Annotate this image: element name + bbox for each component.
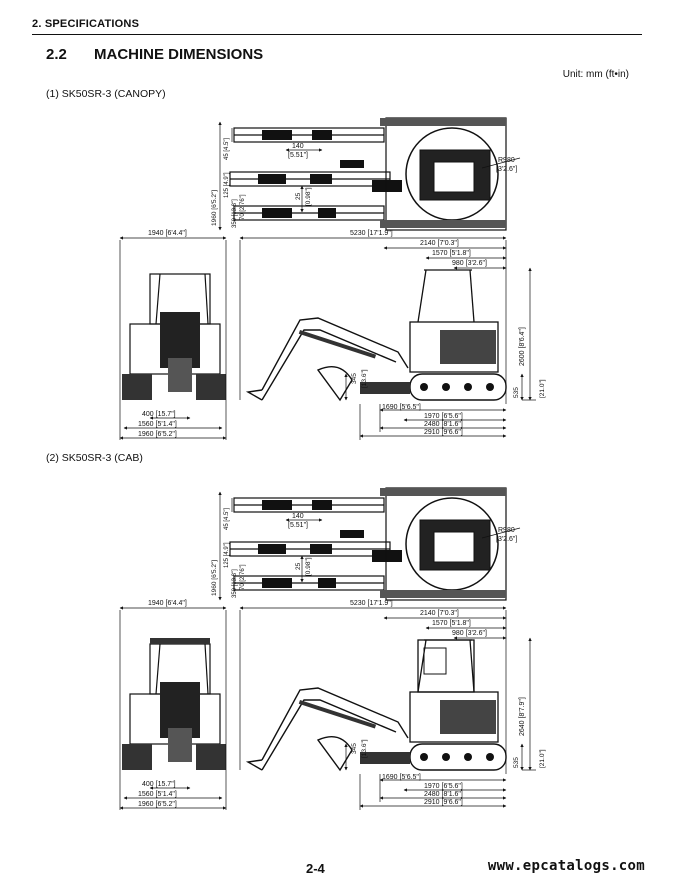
dim-label: 350 [13.8"]: [232, 569, 238, 598]
dim-label: [0.98"]: [305, 187, 312, 206]
dim-label: 25: [295, 562, 302, 570]
header-rule: [32, 34, 642, 35]
dim-label: 400 [15.7"]: [142, 781, 176, 788]
title-text: MACHINE DIMENSIONS: [94, 46, 264, 63]
dim-label: 2480 [8'1.6"]: [424, 791, 463, 798]
dim-label: [3'2.6"]: [496, 166, 517, 173]
dim-label: [5.51"]: [288, 152, 308, 159]
dim-label: 25: [295, 192, 302, 200]
dim-label: 45 [4.5"]: [224, 508, 230, 530]
dim-label: 45 [4.5"]: [224, 138, 230, 160]
dim-label: 125 [4.9"]: [224, 542, 230, 568]
website-watermark: www.epcatalogs.com: [487, 858, 645, 874]
dim-label: 2910 [9'6.6"]: [424, 799, 463, 806]
dim-label: 5230 [17'1.9"]: [350, 600, 393, 607]
dim-label: 1940 [6'4.4"]: [148, 600, 187, 607]
dim-label: 1960 [6'5.2"]: [211, 190, 218, 226]
dim-label: 70 [2.76"]: [240, 194, 246, 220]
dim-label: 1960 [6'5.2"]: [138, 801, 177, 808]
dim-label: [13.6"]: [361, 739, 368, 758]
dim-label: 125 [4.9"]: [224, 172, 230, 198]
dim-label: [3'2.6"]: [496, 536, 517, 543]
dim-label: 1960 [6'5.2"]: [138, 431, 177, 438]
dim-label: 2640 [8'7.9"]: [519, 697, 526, 736]
dim-label: 1560 [5'1.4"]: [138, 791, 177, 798]
diagram-subtitle-cab: (2) SK50SR-3 (CAB): [46, 452, 143, 464]
dim-label: 980 [3'2.6"]: [452, 630, 487, 637]
dim-label: 140: [292, 143, 304, 150]
dim-label: 535: [513, 757, 520, 768]
dim-label: 1690 [5'6.5"]: [382, 404, 421, 411]
title-number: 2.2: [46, 46, 67, 63]
page-title: 2.2 MACHINE DIMENSIONS: [46, 46, 263, 63]
cab-roof: [150, 638, 210, 644]
page-header: 2. SPECIFICATIONS: [32, 18, 642, 35]
dim-label: 1560 [5'1.4"]: [138, 421, 177, 428]
cab-plan-view: [220, 488, 520, 600]
cab-window: [423, 647, 447, 675]
dim-label: 345: [351, 743, 358, 754]
canopy-plan-view: [220, 118, 520, 230]
dim-label: 400 [15.7"]: [142, 411, 176, 418]
dim-label: 1940 [6'4.4"]: [148, 230, 187, 237]
dim-label: 1970 [6'5.6"]: [424, 783, 463, 790]
dim-label: 70 [2.76"]: [240, 564, 246, 590]
dim-label: 980 [3'2.6"]: [452, 260, 487, 267]
dim-label: [21.0"]: [539, 379, 546, 398]
dim-label: 2480 [8'1.6"]: [424, 421, 463, 428]
dim-label: [0.98"]: [305, 557, 312, 576]
canopy-front-view: [120, 238, 226, 440]
dim-label: 2910 [9'6.6"]: [424, 429, 463, 436]
dim-label: [13.6"]: [361, 369, 368, 388]
dim-label: 2140 [7'0.3"]: [420, 610, 459, 617]
dim-label: 345: [351, 373, 358, 384]
dim-label: 5230 [17'1.9"]: [350, 230, 393, 237]
dim-label: 140: [292, 513, 304, 520]
dim-label: 1690 [5'6.5"]: [382, 774, 421, 781]
dim-label: 1570 [5'1.8"]: [432, 620, 471, 627]
dim-label: 1960 [6'5.2"]: [211, 560, 218, 596]
canopy-diagram: 140 [5.51"] R980 [3'2.6"] 1960 [6'5.2"] …: [120, 118, 546, 440]
section-heading: 2. SPECIFICATIONS: [32, 18, 140, 30]
diagram-subtitle-canopy: (1) SK50SR-3 (CANOPY): [46, 88, 166, 100]
unit-note: Unit: mm (ft•in): [562, 69, 629, 80]
dim-label: 2600 [8'6.4"]: [519, 327, 526, 366]
dim-label: 1970 [6'5.6"]: [424, 413, 463, 420]
dim-label: R980: [498, 527, 515, 534]
dim-label: 535: [513, 387, 520, 398]
cab-diagram: 140 [5.51"] R980 [3'2.6"] 1960 [6'5.2"] …: [120, 488, 546, 810]
cab-enclosure: [417, 639, 475, 693]
dim-label: 1570 [5'1.8"]: [432, 250, 471, 257]
dim-label: 350 [13.8"]: [232, 199, 238, 228]
page-number: 2-4: [306, 861, 325, 876]
dim-label: R980: [498, 157, 515, 164]
dim-label: [21.0"]: [539, 749, 546, 768]
dim-label: 2140 [7'0.3"]: [420, 240, 459, 247]
dim-label: [5.51"]: [288, 522, 308, 529]
